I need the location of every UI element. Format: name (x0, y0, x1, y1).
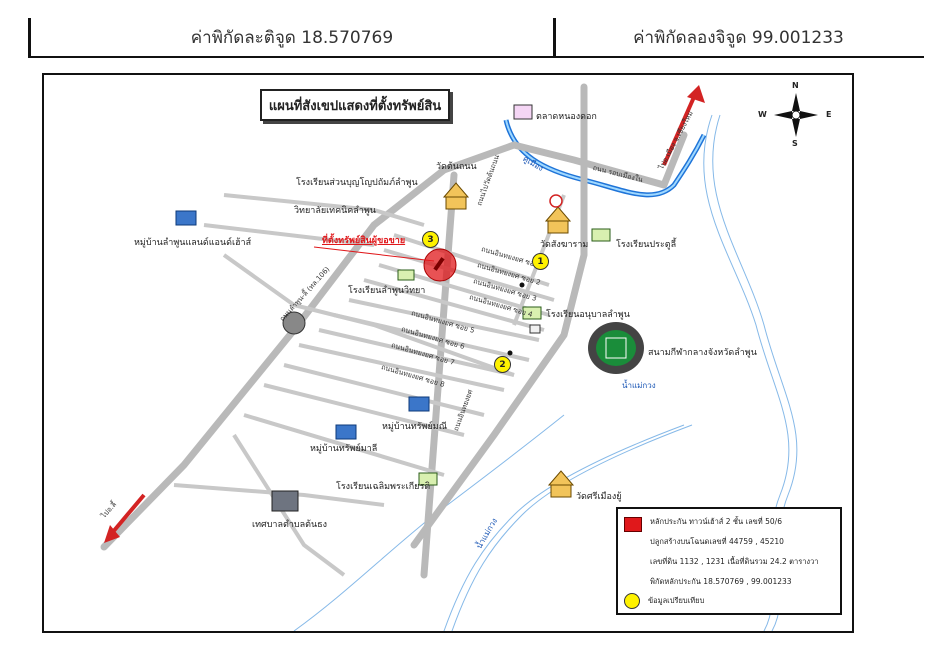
coordinate-header: ค่าพิกัดละติจูด 18.570769 ค่าพิกัดลองจิจ… (28, 18, 924, 58)
map-canvas (100, 83, 798, 631)
legend-subject: หลักประกัน ทาวน์เฮ้าส์ 2 ชั้น เลขที่ 50/… (624, 517, 819, 587)
label-stadium: สนามกีฬากลางจังหวัดลำพูน (648, 348, 757, 358)
comparable-marker-1[interactable]: 1 (532, 253, 549, 270)
legend-subject-line-1: หลักประกัน ทาวน์เฮ้าส์ 2 ชั้น เลขที่ 50/… (650, 517, 782, 526)
road-superhighway (100, 141, 518, 551)
compass-south: S (792, 139, 798, 148)
legend-comparable-swatch (624, 593, 640, 609)
label-school-prasuti: โรงเรียนประตูลี้ (616, 240, 677, 250)
compass-rose: N S W E (758, 81, 831, 148)
river-label-kuang: น้ำแม่กวง (622, 381, 656, 390)
label-wat-tonthanon: วัดต้นถนน (436, 162, 477, 172)
road-ring (510, 131, 688, 189)
label-wat-sangaram: วัดสังฆาราม (540, 240, 589, 250)
arrow-to-li (104, 493, 146, 543)
legend-comparable: ข้อมูลเปรียบเทียบ (624, 593, 704, 609)
village-sappamalee-icon (335, 424, 357, 440)
compass-north: N (792, 81, 799, 90)
market-icon (513, 104, 533, 120)
village-lanna-icon (175, 210, 197, 226)
compass-west: W (758, 110, 767, 119)
fire-station-icon (549, 194, 563, 208)
legend-subject-swatch (624, 517, 642, 532)
location-map[interactable]: แผนที่สังเขปแสดงที่ตั้งทรัพย์สิน N S W E… (42, 73, 854, 633)
roundabout-icon (282, 311, 306, 335)
wat-srimueang-icon (547, 470, 575, 486)
legend-subject-line-2: ปลูกสร้างบนโฉนดเลขที่ 44759 , 45210 (650, 537, 784, 546)
label-wat-srimueang: วัดศรีเมืองยู้ (576, 492, 622, 502)
label-school-witthaya: โรงเรียนลำพูนวิทยา (348, 286, 426, 296)
map-legend: หลักประกัน ทาวน์เฮ้าส์ 2 ชั้น เลขที่ 50/… (616, 507, 842, 615)
label-tech-college: วิทยาลัยเทคนิคลำพูน (294, 206, 376, 216)
compass-east: E (826, 110, 832, 119)
label-municipality: เทศบาลตำบลต้นธง (252, 520, 328, 530)
label-school-chalermprakiat: โรงเรียนเฉลิมพระเกียรติ (336, 482, 431, 492)
label-market: ตลาดหนองดอก (536, 112, 597, 122)
wat-tonthanon-icon (442, 182, 470, 198)
river-kuang-south (443, 424, 685, 631)
road-main (410, 83, 588, 549)
municipality-icon (271, 490, 299, 512)
legend-comparable-label: ข้อมูลเปรียบเทียบ (648, 596, 705, 605)
compass-icon (774, 93, 818, 137)
school-witthaya-icon (397, 269, 415, 281)
label-school-anuban: โรงเรียนอนุบาลลำพูน (546, 310, 630, 320)
label-village-sappamalee: หมู่บ้านทรัพย์มาลี (310, 444, 378, 454)
small-building-icon (529, 324, 541, 334)
comparable-marker-3[interactable]: 3 (422, 231, 439, 248)
legend-subject-line-3: เลขที่ดิน 1132 , 1231 เนื้อที่ดินรวม 24.… (650, 557, 819, 566)
wat-sangaram-icon (544, 206, 572, 222)
arrow-to-chiangmai (662, 85, 705, 166)
comparable-marker-2[interactable]: 2 (494, 356, 511, 373)
school-prasuti-icon (591, 228, 611, 242)
legend-subject-line-4: พิกัดหลักประกัน 18.570769 , 99.001233 (650, 577, 792, 586)
label-village-lanna: หมู่บ้านลำพูนแลนด์แอนด์เฮ้าส์ (134, 238, 252, 248)
label-village-sappamani: หมู่บ้านทรัพย์มณี (382, 422, 448, 432)
latitude-value: ค่าพิกัดละติจูด 18.570769 (28, 18, 556, 58)
label-subject-property: ที่ตั้งทรัพย์สินผู้ขอขาย (322, 236, 406, 246)
school-anuban-icon (522, 306, 542, 320)
village-sappamani-icon (408, 396, 430, 412)
school-chalermprakiat-icon (418, 472, 438, 486)
label-school-bunyopatham: โรงเรียนส่วนบุญโญปถัมภ์ลำพูน (296, 178, 418, 188)
map-title: แผนที่สังเขปแสดงที่ตั้งทรัพย์สิน (260, 89, 450, 121)
longitude-value: ค่าพิกัดลองจิจูด 99.001233 (553, 18, 924, 58)
